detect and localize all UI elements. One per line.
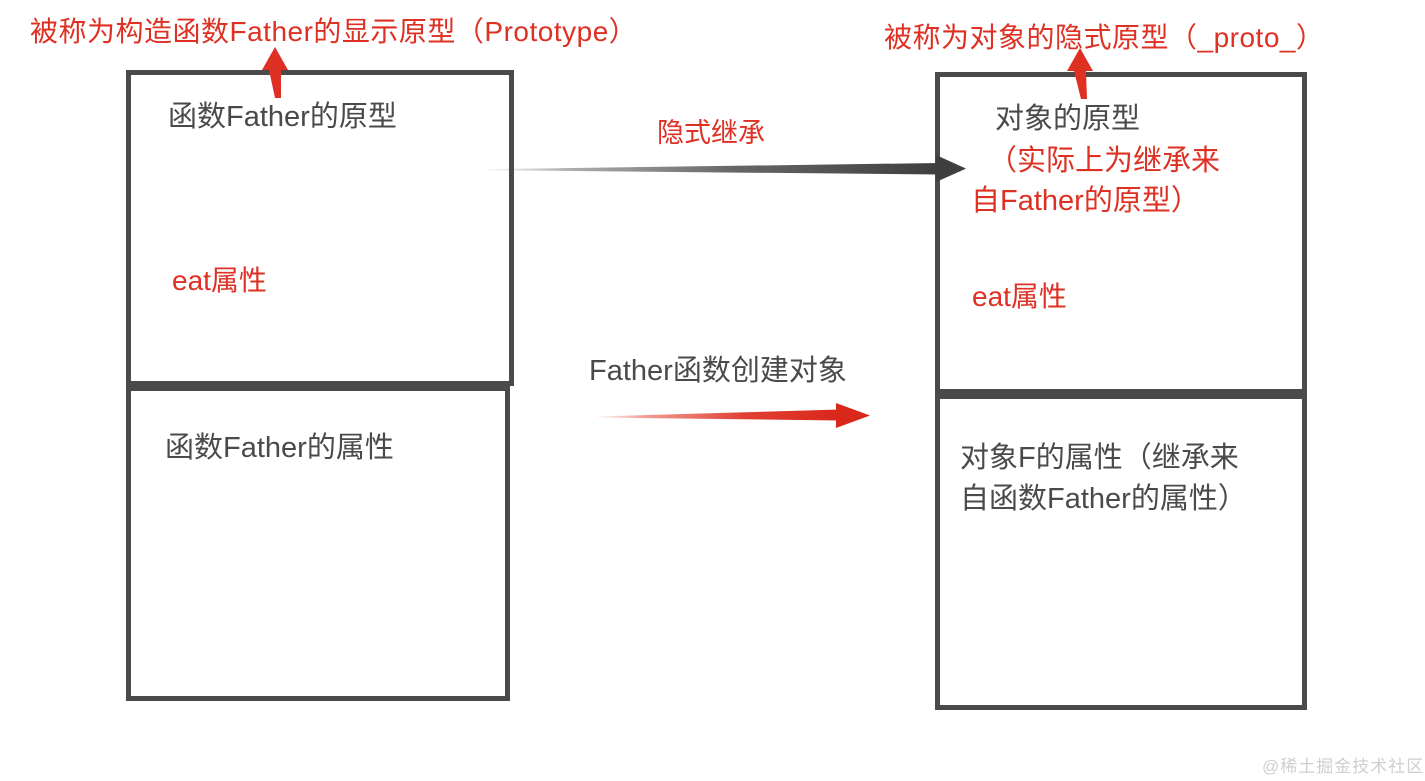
father-creates-object-label: Father函数创建对象	[589, 355, 847, 387]
implicit-inheritance-arrow-icon	[488, 155, 966, 182]
left-prototype-box-title: 函数Father的原型	[168, 101, 397, 133]
right-prototype-box	[935, 72, 1307, 394]
left-properties-box	[126, 386, 510, 701]
creation-arrow-icon	[597, 403, 870, 428]
watermark: @稀土掘金技术社区	[1262, 757, 1425, 776]
right-properties-box-title-line1: 对象F的属性（继承来	[960, 442, 1239, 474]
right-prototype-annotation: 被称为对象的隐式原型（_proto_）	[884, 22, 1325, 53]
right-properties-box	[935, 394, 1307, 710]
right-properties-box-title-line2: 自函数Father的属性）	[960, 483, 1247, 515]
right-prototype-box-title: 对象的原型	[995, 103, 1141, 135]
left-prototype-annotation: 被称为构造函数Father的显示原型（Prototype）	[30, 16, 638, 47]
right-prototype-box-note-line1: （实际上为继承来	[988, 145, 1221, 177]
left-prototype-box	[126, 70, 514, 386]
right-prototype-box-property: eat属性	[972, 281, 1067, 312]
left-prototype-box-property: eat属性	[172, 265, 267, 296]
implicit-inheritance-label: 隐式继承	[657, 118, 765, 148]
right-prototype-box-note-line2: 自Father的原型）	[971, 185, 1200, 217]
left-properties-box-title: 函数Father的属性	[165, 432, 394, 464]
